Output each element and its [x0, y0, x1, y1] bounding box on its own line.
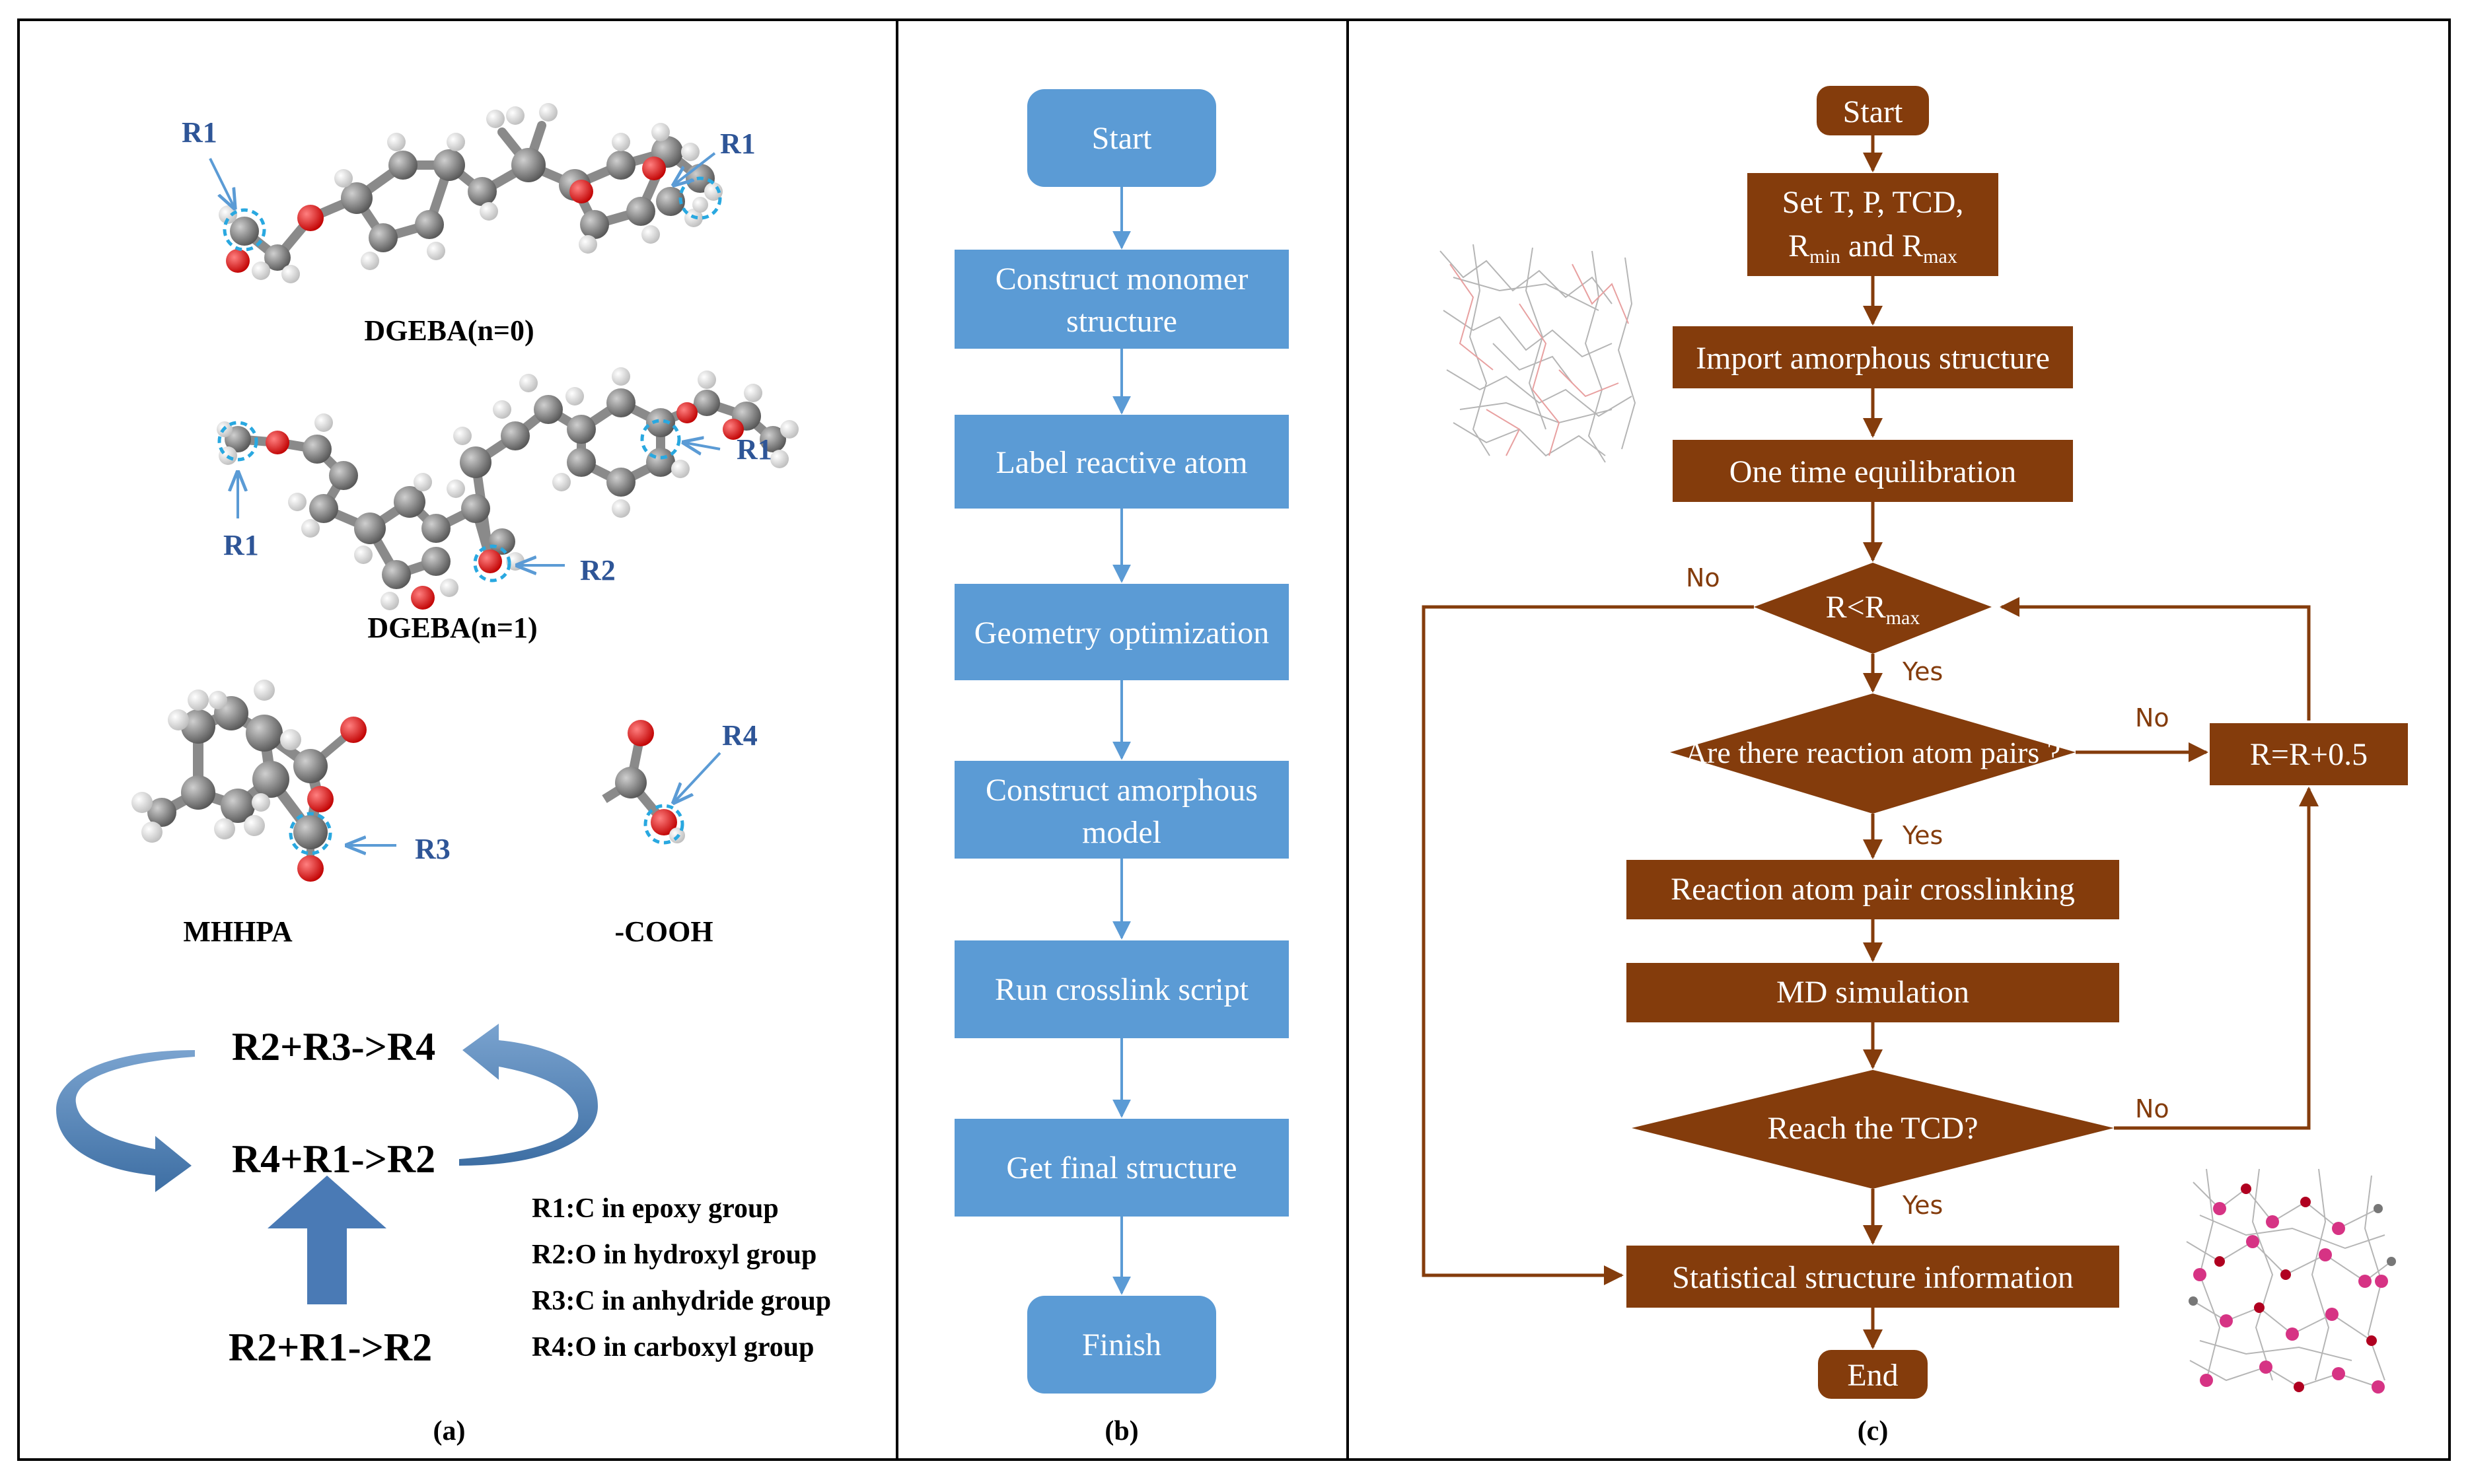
yes-label-3: Yes	[1902, 1191, 1943, 1220]
tcd-text: Reach the TCD?	[1767, 1111, 1978, 1146]
r2-marker	[473, 544, 511, 583]
yes-label-1: Yes	[1902, 657, 1943, 686]
r3-marker	[289, 812, 332, 855]
step-crosslink-text: Run crosslink script	[995, 972, 1249, 1007]
mol2-caption: DGEBA(n=1)	[367, 612, 537, 644]
mol4-caption: -COOH	[614, 915, 713, 948]
mol3-caption: MHHPA	[183, 915, 293, 948]
no-label-3: No	[2135, 1094, 2169, 1123]
label-arrow	[209, 158, 235, 208]
mol4-r4-label: R4	[722, 719, 758, 752]
increment-text: R=R+0.5	[2250, 737, 2368, 772]
step-start	[1027, 89, 1216, 187]
stat-text: Statistical structure information	[1672, 1260, 2074, 1295]
no-label-1: No	[1686, 563, 1720, 592]
step-monomer-text-2: structure	[1066, 304, 1177, 339]
step-amorphous-text-1: Construct amorphous	[986, 773, 1258, 808]
step-finish-text: Finish	[1082, 1327, 1161, 1362]
node-stat	[1626, 1246, 2119, 1308]
node-tcd	[1632, 1070, 2114, 1189]
legend-r3: R3:C in anhydride group	[532, 1286, 831, 1316]
set-line2-text: Rmin and Rmax	[1788, 229, 1957, 267]
mol1-r1-left-label: R1	[182, 116, 217, 149]
up-arrow	[268, 1176, 386, 1304]
step-label-text: Label reactive atom	[996, 445, 1247, 480]
cycle-arrow-left	[56, 1050, 195, 1192]
step-construct-amorphous	[955, 761, 1289, 859]
start-text: Start	[1843, 94, 1903, 129]
node-equilibration	[1673, 440, 2073, 502]
legend-r2: R2:O in hydroxyl group	[532, 1240, 817, 1270]
panel-b: Start Construct monomer structure Label …	[955, 89, 1289, 1446]
panel-c: Start Set T, P, TCD, Rmin and Rmax Impor…	[1422, 86, 2408, 1446]
panel-a: R1 R1 DGEBA(n=0)	[56, 103, 831, 1446]
pairs-text: Are there reaction atom pairs ?	[1685, 736, 2060, 769]
mol2-r2-label: R2	[580, 554, 616, 586]
r1-marker-left	[217, 421, 258, 462]
step-finish	[1027, 1296, 1216, 1394]
mol1-r1-right-label: R1	[720, 127, 756, 160]
thumbnail-crosslinked	[2186, 1168, 2396, 1394]
step-amorphous-text-2: model	[1082, 815, 1161, 850]
step-start-text: Start	[1092, 121, 1152, 156]
node-end	[1818, 1350, 1928, 1399]
node-pairs	[1670, 693, 2076, 814]
reaction-1: R2+R3->R4	[232, 1025, 435, 1069]
end-text: End	[1847, 1358, 1898, 1393]
molecule-mhhpa	[131, 680, 396, 882]
label-arrow	[674, 152, 716, 185]
node-set-params	[1747, 173, 1998, 276]
reaction-2: R4+R1->R2	[232, 1137, 435, 1181]
thumbnail-amorphous	[1439, 244, 1636, 463]
mol3-r3-label: R3	[415, 833, 451, 865]
step-geometry-text: Geometry optimization	[974, 616, 1270, 651]
set-line1-text: Set T, P, TCD,	[1782, 185, 1964, 220]
step-monomer-text-1: Construct monomer	[996, 262, 1249, 297]
step-get-final	[955, 1119, 1289, 1217]
node-md	[1626, 963, 2119, 1022]
step-final-text: Get final structure	[1006, 1150, 1237, 1185]
step-run-crosslink	[955, 940, 1289, 1038]
node-import	[1673, 326, 2073, 388]
node-start	[1817, 86, 1929, 135]
mol2-r1-left-label: R1	[223, 529, 259, 561]
panel-a-label: (a)	[433, 1416, 466, 1446]
node-cond-r	[1754, 563, 1992, 654]
md-text: MD simulation	[1776, 975, 1969, 1010]
r1-marker-left	[223, 208, 266, 252]
molecule-dgeba-n1	[217, 367, 799, 610]
cond-r-text: R<Rmax	[1826, 590, 1920, 629]
legend-r4: R4:O in carboxyl group	[532, 1332, 814, 1362]
panel-c-label: (c)	[1858, 1416, 1889, 1446]
yes-label-2: Yes	[1902, 821, 1943, 850]
r1-marker-right	[640, 419, 681, 460]
step-construct-monomer	[955, 250, 1289, 349]
legend-r1: R1:C in epoxy group	[532, 1193, 779, 1224]
import-text: Import amorphous structure	[1696, 341, 2050, 376]
cycle-arrow-right	[459, 1024, 598, 1166]
molecule-cooh	[602, 720, 721, 845]
label-arrow	[674, 752, 721, 802]
crosslink-text: Reaction atom pair crosslinking	[1671, 872, 2075, 907]
panel-frames	[17, 18, 2451, 1461]
mol1-caption: DGEBA(n=0)	[364, 314, 534, 347]
mol2-r1-right-label: R1	[737, 433, 772, 466]
molecule-dgeba-n0	[209, 103, 723, 283]
r4-marker	[643, 804, 684, 845]
node-crosslink	[1626, 860, 2119, 919]
panel-b-label: (b)	[1105, 1416, 1138, 1446]
equil-text: One time equilibration	[1729, 454, 2017, 489]
step-geometry-opt	[955, 584, 1289, 680]
label-arrow	[684, 442, 721, 449]
reaction-3: R2+R1->R2	[229, 1325, 432, 1369]
no-label-2: No	[2135, 703, 2169, 732]
node-increment	[2210, 723, 2408, 785]
step-label-reactive	[955, 415, 1289, 509]
r1-marker-right	[678, 176, 722, 220]
